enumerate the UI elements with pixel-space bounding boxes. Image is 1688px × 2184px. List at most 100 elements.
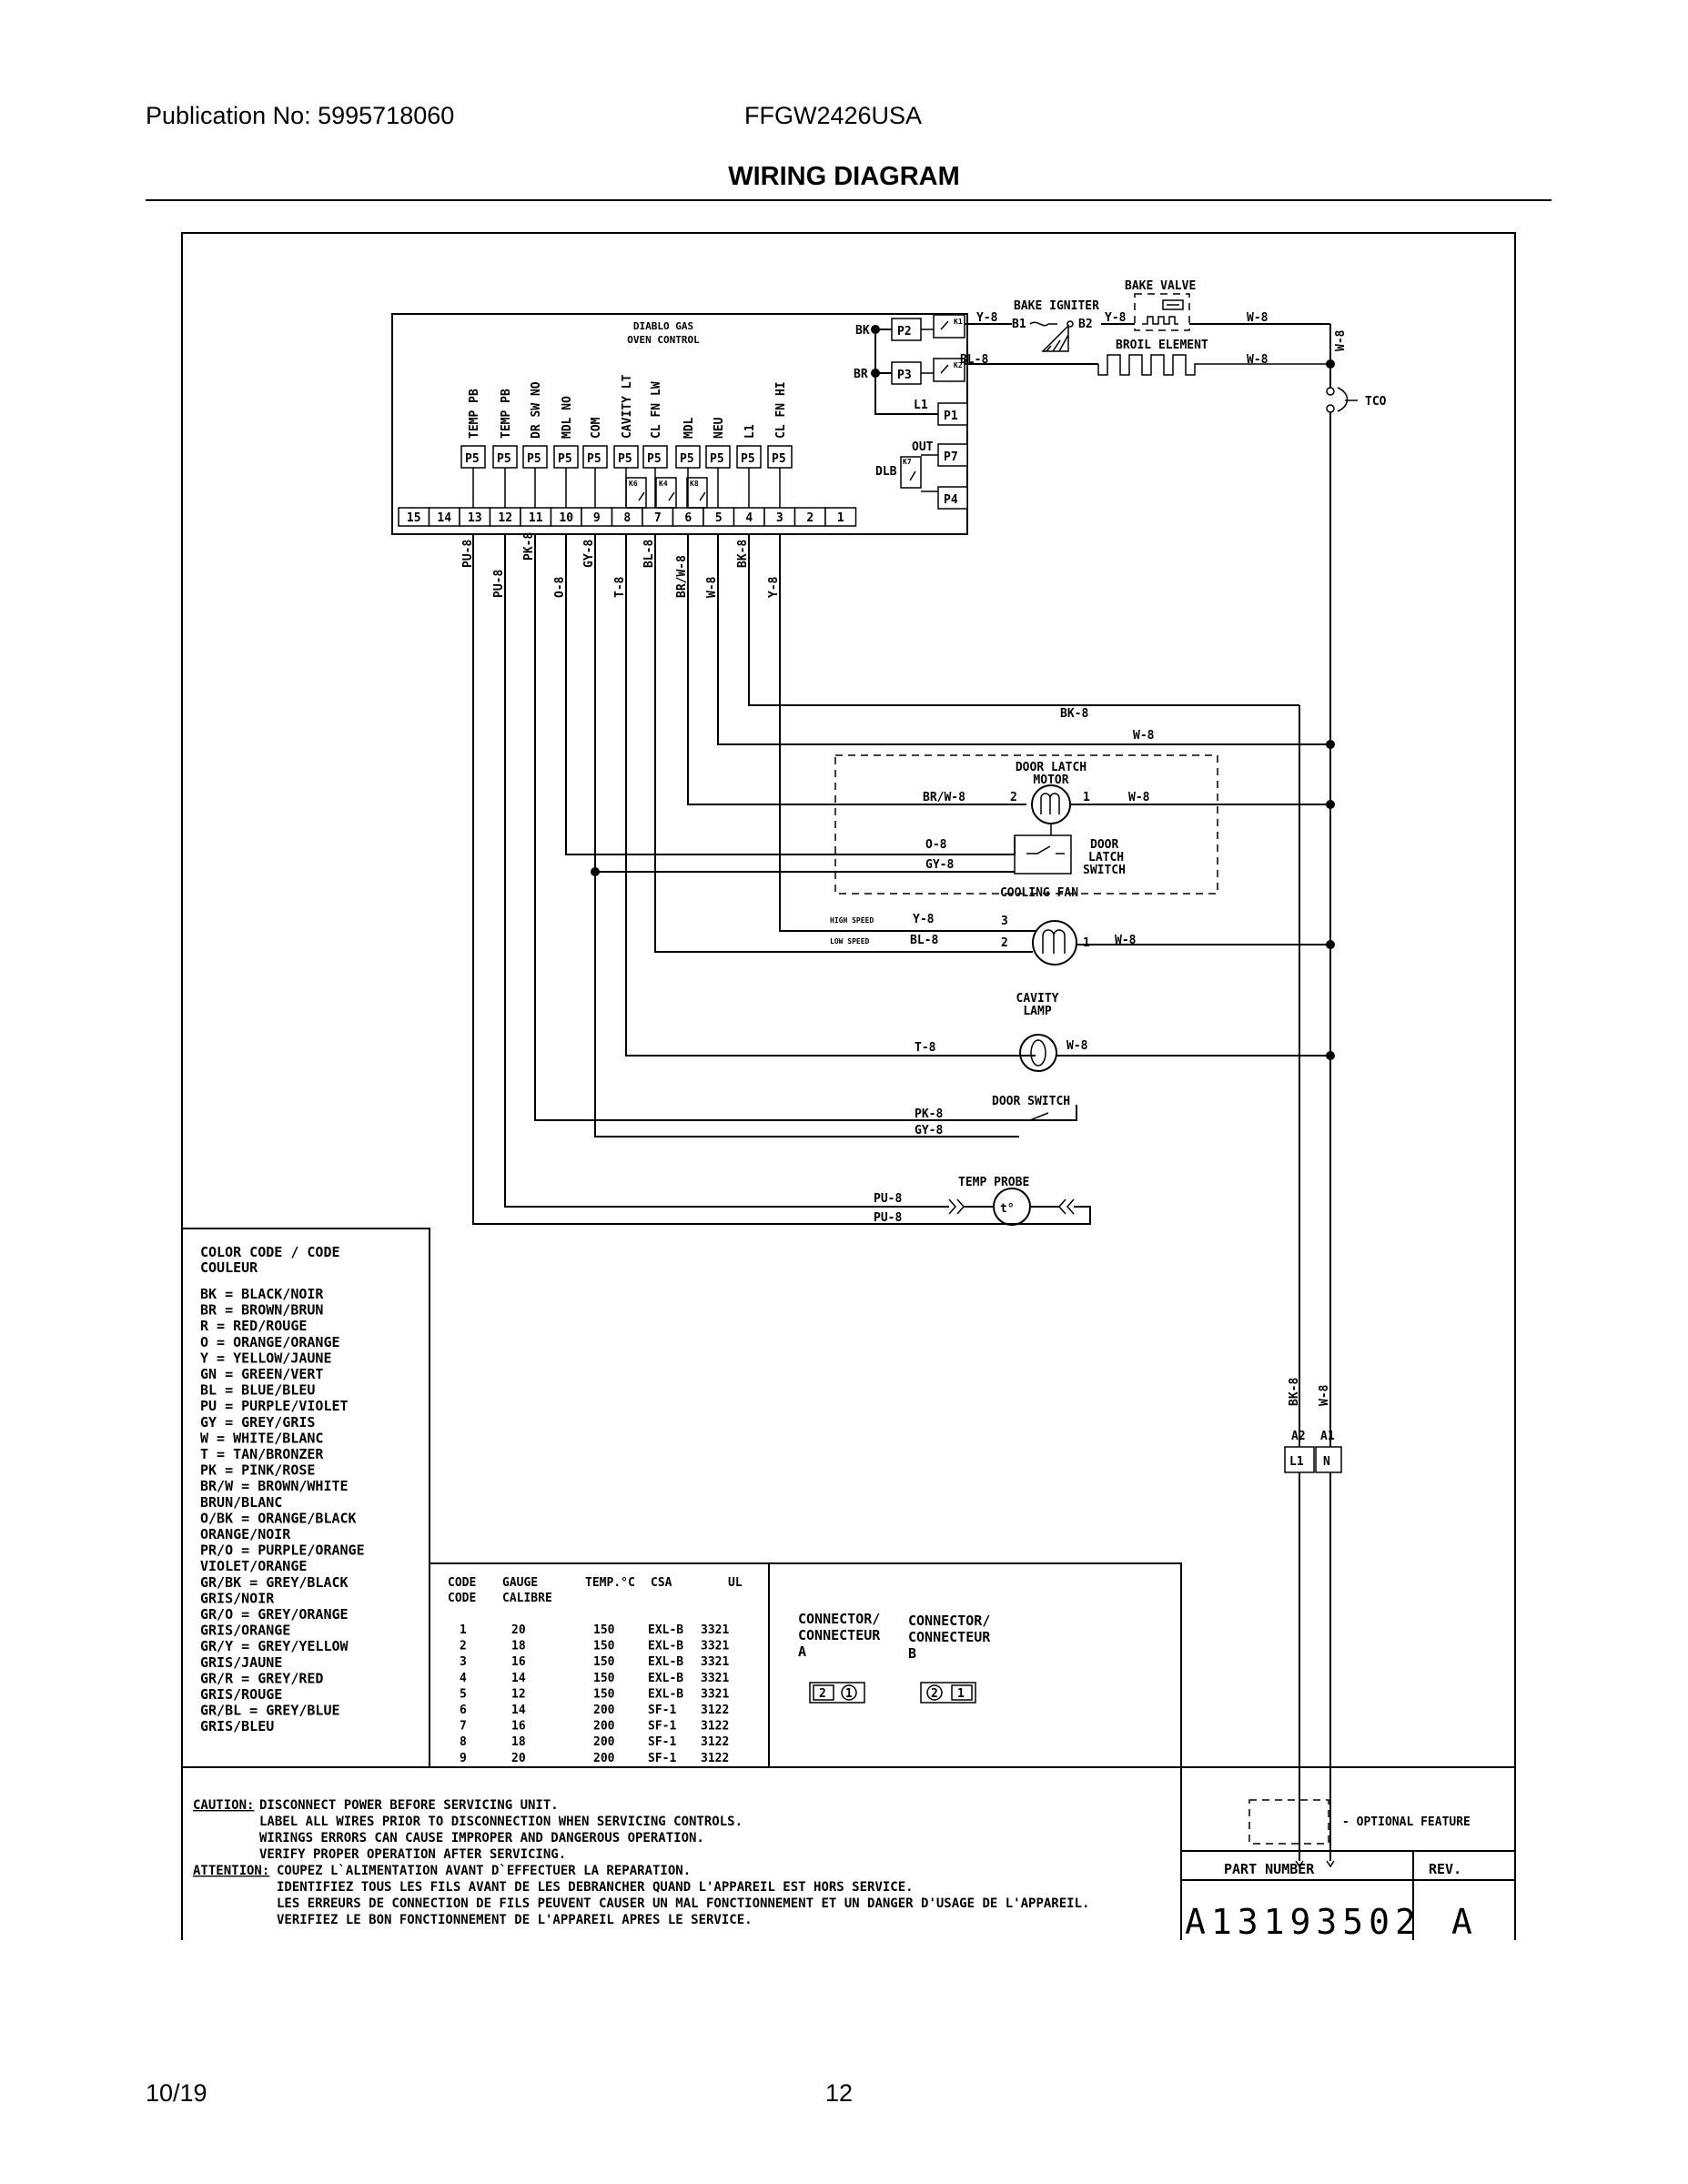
caution-label: CAUTION: <box>193 1798 254 1813</box>
wire-w8-main: W-8 <box>1318 1384 1331 1406</box>
gauge-cell: 1 <box>460 1623 467 1637</box>
rev-label: REV. <box>1429 1861 1461 1877</box>
terminal-label: CAVITY LT <box>621 374 634 439</box>
pin-number: 6 <box>684 511 692 525</box>
gauge-cell: 3122 <box>701 1735 729 1749</box>
wire-label-3: PK-8 <box>522 532 536 561</box>
cavity-lamp-label-1: CAVITY <box>1016 992 1059 1006</box>
fan-pin-1: 1 <box>1083 936 1090 950</box>
motor-pin-1: 1 <box>1083 791 1090 804</box>
label-l1: L1 <box>914 399 928 412</box>
part-number-label: PART NUMBER <box>1224 1861 1315 1877</box>
connector-a-2: CONNECTEUR <box>798 1627 881 1643</box>
wire-label-9: W-8 <box>705 576 719 598</box>
gauge-cell: 3 <box>460 1655 467 1669</box>
footer-date: 10/19 <box>146 2079 207 2107</box>
caution-line-3: WIRINGS ERRORS CAN CAUSE IMPROPER AND DA… <box>259 1831 704 1845</box>
gauge-cell: 18 <box>511 1735 526 1749</box>
wire-w8-broil: W-8 <box>1247 353 1269 367</box>
gauge-header-2: CALIBRE <box>502 1592 552 1605</box>
label-out: OUT <box>912 440 934 454</box>
color-code-line: GRIS/NOIR <box>200 1590 275 1606</box>
gauge-cell: 200 <box>593 1720 615 1734</box>
color-code-line: GRIS/BLEU <box>200 1718 274 1734</box>
pin-number: 11 <box>529 511 543 525</box>
wire-w8-valve: W-8 <box>1247 311 1269 325</box>
p5-terminal: P5 <box>680 452 694 466</box>
gauge-cell: 16 <box>511 1720 526 1734</box>
fan-pin-3: 3 <box>1001 915 1008 928</box>
door-latch-motor-label-2: MOTOR <box>1033 774 1068 787</box>
term-p1: P1 <box>944 410 958 423</box>
gauge-cell: 20 <box>511 1623 526 1637</box>
control-wire-labels: PU-8 PU-8 PK-8 O-8 GY-8 T-8 BL-8 BR/W-8 … <box>461 532 781 598</box>
wire-w8-motor: W-8 <box>1128 791 1150 804</box>
connector-a-pin-1: 1 <box>845 1687 853 1701</box>
gauge-cell: 200 <box>593 1704 615 1717</box>
gauge-table-frame <box>430 1562 1182 1767</box>
connector-b-pin-1: 1 <box>957 1687 965 1701</box>
connector-legend: CONNECTOR/ CONNECTEUR A CONNECTOR/ CONNE… <box>798 1611 991 1704</box>
color-code-line: GN = GREEN/VERT <box>200 1366 323 1382</box>
term-p4: P4 <box>944 493 958 507</box>
terminal-label: CL FN LW <box>650 381 663 439</box>
gauge-cell: EXL-B <box>648 1640 683 1653</box>
color-code-line: PK = PINK/ROSE <box>200 1462 315 1479</box>
pin-number: 13 <box>468 511 482 525</box>
cavity-lamp-symbol <box>1019 1034 1057 1072</box>
wire-label-10: BK-8 <box>736 540 750 568</box>
color-code-line: PR/O = PURPLE/ORANGE <box>200 1542 365 1559</box>
terminal-label: TEMP PB <box>468 389 481 439</box>
color-code-line: T = TAN/BRONZER <box>200 1446 324 1462</box>
gauge-header: UL <box>728 1576 743 1590</box>
gauge-cell: 18 <box>511 1640 526 1653</box>
pin-drops <box>472 533 1330 1225</box>
pin-number: 7 <box>654 511 662 525</box>
gauge-header: CSA <box>651 1576 672 1590</box>
wire-gy8-door: GY-8 <box>915 1124 943 1138</box>
color-code-line: PU = PURPLE/VIOLET <box>200 1398 349 1414</box>
gauge-cell: 9 <box>460 1752 467 1765</box>
wire-pu8-a: PU-8 <box>874 1192 902 1206</box>
gauge-cell: 3321 <box>701 1623 729 1637</box>
p5-terminal: P5 <box>710 452 724 466</box>
gauge-cell: 3122 <box>701 1720 729 1734</box>
label-dlb: DLB <box>875 465 897 479</box>
color-code-frame <box>182 1228 430 1767</box>
revision: A <box>1451 1902 1478 1942</box>
gauge-cell: 7 <box>460 1720 467 1734</box>
door-latch-motor-symbol <box>1031 784 1071 824</box>
door-latch-switch-label-2: LATCH <box>1088 851 1124 864</box>
gauge-cell: 150 <box>593 1687 615 1701</box>
relay-k4: K4 <box>659 480 668 488</box>
top-components: Y-8 B1 B2 BAKE IGNITER Y-8 BAKE VALVE W-… <box>960 279 1387 1861</box>
wire-y8-valve: Y-8 <box>1105 311 1127 325</box>
relay-k6: K6 <box>629 480 638 488</box>
caution-line-2: LABEL ALL WIRES PRIOR TO DISCONNECTION W… <box>259 1815 743 1829</box>
wire-label-2: PU-8 <box>492 570 506 598</box>
gauge-cell: 200 <box>593 1752 615 1765</box>
wire-o8: O-8 <box>925 838 947 852</box>
gauge-cell: 3321 <box>701 1655 729 1669</box>
gauge-cell: 150 <box>593 1655 615 1669</box>
cooling-fan-label: COOLING FAN <box>1000 886 1078 900</box>
gauge-cell: 20 <box>511 1752 526 1765</box>
wire-pu8-b: PU-8 <box>874 1211 902 1225</box>
control-name-1: DIABLO GAS <box>633 320 693 332</box>
color-code-line: BR/W = BROWN/WHITE <box>200 1478 349 1494</box>
gauge-header-2: CODE <box>448 1592 476 1605</box>
wire-w8-lamp: W-8 <box>1066 1039 1088 1053</box>
term-p3: P3 <box>897 369 912 382</box>
color-code-line: GRIS/JAUNE <box>200 1654 282 1671</box>
label-br: BR <box>854 368 868 381</box>
gauge-cell: EXL-B <box>648 1672 683 1685</box>
pin-a1: A1 <box>1320 1430 1335 1443</box>
terminal-label: COM <box>590 417 603 439</box>
wire-pk8: PK-8 <box>915 1107 943 1121</box>
gauge-cell: EXL-B <box>648 1687 683 1701</box>
page-title: WIRING DIAGRAM <box>728 162 960 191</box>
wire-bl8-broil: BL-8 <box>960 353 988 367</box>
gauge-cell: 150 <box>593 1640 615 1653</box>
bake-igniter-label: BAKE IGNITER <box>1014 299 1099 313</box>
gauge-cell: 3122 <box>701 1752 729 1765</box>
